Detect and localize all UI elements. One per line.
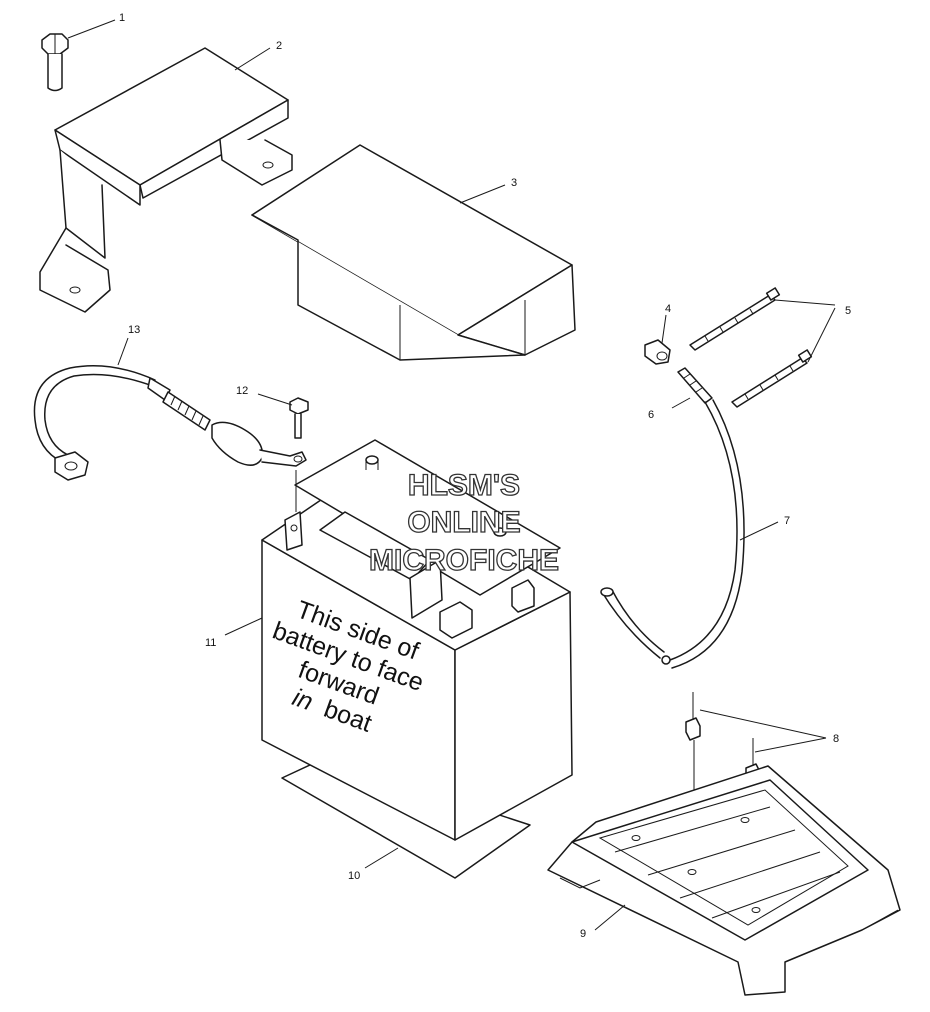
watermark-line-3: MICROFICHE (369, 544, 559, 577)
part-2-hold-down-bracket (39, 47, 293, 313)
callout-12: 12 (236, 385, 248, 397)
callout-11: 11 (205, 637, 216, 649)
part-7-vent-hose (600, 399, 745, 669)
watermark-line-1: HLSM'S (408, 469, 520, 502)
callout-numbers: 1 2 3 4 5 6 7 8 9 10 11 12 13 (119, 12, 851, 940)
part-12-screw (289, 397, 309, 439)
part-4-terminal-cap (644, 339, 671, 365)
callout-13: 13 (128, 324, 140, 336)
callout-9: 9 (580, 928, 586, 940)
callout-7: 7 (784, 515, 790, 527)
part-13-ground-cable (33, 364, 307, 481)
callout-4: 4 (665, 303, 671, 315)
watermark-line-2: ONLINE (407, 506, 520, 539)
callout-5: 5 (845, 305, 851, 317)
callout-2: 2 (276, 40, 282, 52)
part-9-battery-tray (547, 765, 901, 996)
part-6-vent-fitting (677, 367, 713, 404)
part-3-battery-cover (251, 144, 576, 361)
callout-8: 8 (833, 733, 839, 745)
part-1-bolt (41, 33, 69, 92)
watermark: HLSM'S ONLINE MICROFICHE (368, 468, 559, 577)
callout-10: 10 (348, 870, 360, 882)
callout-1: 1 (119, 12, 125, 24)
callout-3: 3 (511, 177, 517, 189)
part-5-tie-straps (689, 287, 813, 408)
part-11-battery: This side of battery to face forward in … (261, 439, 573, 841)
callout-6: 6 (648, 409, 654, 421)
leader-lines (67, 19, 836, 931)
